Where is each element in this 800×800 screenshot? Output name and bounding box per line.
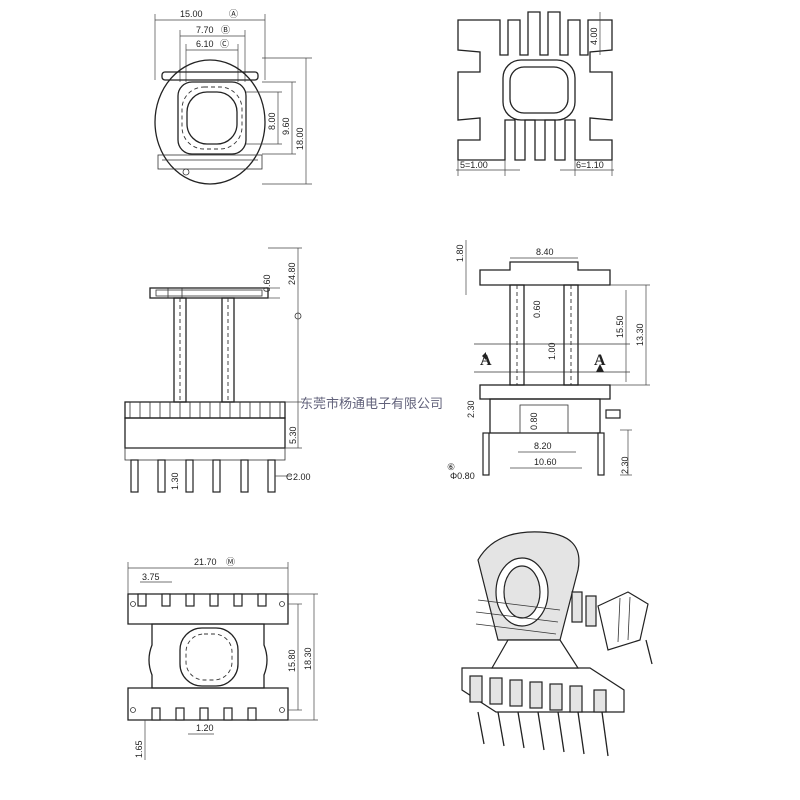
dim-flange-height: 0.60 <box>262 274 272 292</box>
dim-body-height: 18.00 <box>295 127 305 150</box>
dim-outer-height: 13.30 <box>635 323 645 346</box>
dim-core-width-section: 8.40 <box>536 247 554 257</box>
dim-total-height: 24.80 <box>287 262 297 285</box>
svg-text:Ⓑ: Ⓑ <box>221 25 230 35</box>
lower-teeth <box>151 707 257 721</box>
dim-width-outer: 18.30 <box>303 647 313 670</box>
dim-top-width: 15.00 <box>180 9 203 19</box>
upper-teeth <box>137 593 267 607</box>
company-watermark: 东莞市杨通电子有限公司 <box>300 396 443 412</box>
dim-base-height: 5.30 <box>288 426 298 444</box>
dim-slot-height: 4.00 <box>589 27 599 45</box>
dim-inner: 0.80 <box>529 412 539 430</box>
dim-bottom-length: 21.70 <box>194 557 217 567</box>
svg-text:Ⓜ: Ⓜ <box>226 557 235 567</box>
section-view: 8.40 1.80 A A 1.00 0.60 13.30 15.50 0.80… <box>447 240 650 481</box>
iso-teeth <box>469 675 607 713</box>
svg-text:Ⓒ: Ⓒ <box>220 39 229 49</box>
dim-left-small: 2.30 <box>466 400 476 418</box>
dim-core-height: 8.00 <box>267 112 277 130</box>
dim-edge: 1.65 <box>134 740 144 758</box>
svg-text:Ⓐ: Ⓐ <box>229 9 238 19</box>
front-view: 24.80 0.60 5.30 1.30 C 2.00 <box>124 247 311 493</box>
iso-pins <box>477 711 609 757</box>
dim-base-width: 10.60 <box>534 457 557 467</box>
dim-width-inner: 15.80 <box>287 649 297 672</box>
section-label-right: A <box>594 352 606 369</box>
dim-pitch-offset: 3.75 <box>142 572 160 582</box>
fin-view: 4.00 5=1.00 6=1.10 <box>456 11 614 176</box>
dim-center: 1.00 <box>547 342 557 360</box>
dim-base-height-section: 2.30 <box>620 456 630 474</box>
dim-pin-offset: 2.00 <box>293 472 311 482</box>
svg-text:⑥: ⑥ <box>447 462 455 472</box>
top-view: 15.00 Ⓐ 7.70 Ⓑ 6.10 Ⓒ 18.00 9.60 <box>154 9 312 185</box>
dim-window-height: 9.60 <box>281 117 291 135</box>
dim-window-height-section: 15.50 <box>615 315 625 338</box>
dim-slot-width: 8.20 <box>534 441 552 451</box>
svg-text:C: C <box>286 472 293 482</box>
bottom-view: 21.70 Ⓜ 3.75 <box>127 557 318 760</box>
base-teeth <box>129 401 281 419</box>
dim-left-pad: 5=1.00 <box>460 160 488 170</box>
dim-pin-pitch: 1.20 <box>196 723 214 733</box>
dim-wall: 0.60 <box>532 300 542 318</box>
dim-core-width: 6.10 <box>196 39 214 49</box>
pins <box>130 459 276 493</box>
isometric-view <box>461 531 653 757</box>
dim-pin-dia: Φ0.80 <box>450 471 475 481</box>
dim-top-height: 1.80 <box>455 244 465 262</box>
dim-inner-width: 7.70 <box>196 25 214 35</box>
dim-pin-spacing: 1.30 <box>170 472 180 490</box>
dim-right-pad: 6=1.10 <box>576 160 604 170</box>
